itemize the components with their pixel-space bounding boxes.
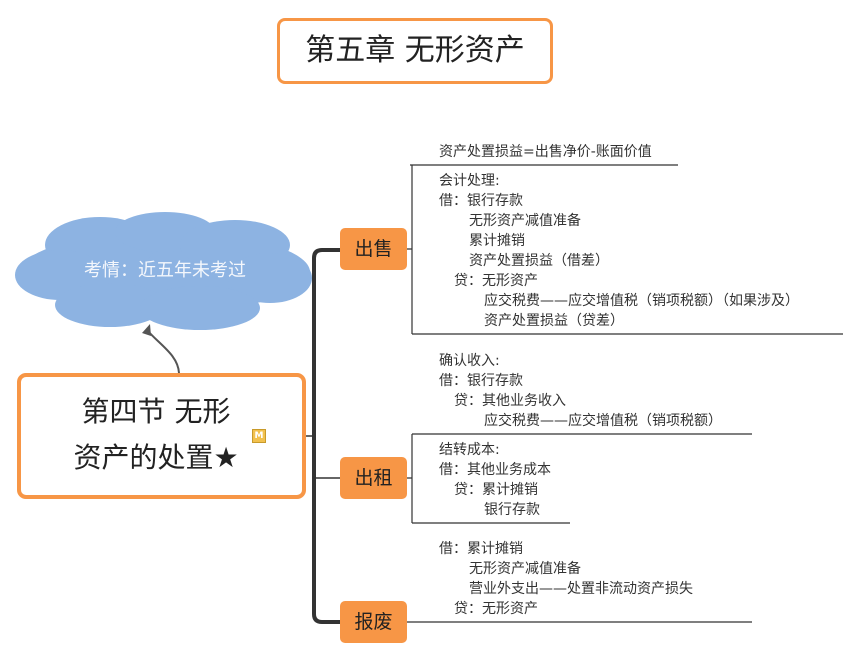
topic-text: 借：银行存款 bbox=[439, 193, 523, 209]
topic-text: 银行存款 bbox=[484, 502, 540, 518]
cloud-shape bbox=[15, 212, 312, 330]
topic-text: 营业外支出——处置非流动资产损失 bbox=[469, 581, 693, 597]
topic-text[interactable]: 确认收入: bbox=[439, 353, 500, 369]
topic-text: 应交税费——应交增值税（销项税额） bbox=[484, 413, 722, 429]
topic-text: 无形资产减值准备 bbox=[469, 561, 581, 577]
topic-text: 累计摊销 bbox=[469, 233, 525, 249]
topic-text: 无形资产减值准备 bbox=[469, 213, 581, 229]
chapter-title[interactable]: 第五章 无形资产 bbox=[277, 18, 553, 84]
branch-scrap[interactable]: 报废 bbox=[340, 601, 407, 643]
topic-text: 借：其他业务成本 bbox=[439, 462, 551, 478]
topic-text: 资产处置损益（借差） bbox=[469, 253, 609, 269]
topic-text: 贷：其他业务收入 bbox=[454, 393, 566, 409]
rent-connector bbox=[407, 433, 752, 524]
sell-connector bbox=[407, 164, 843, 335]
topic-text[interactable]: 借：累计摊销 bbox=[439, 541, 523, 557]
topic-text[interactable]: 资产处置损益=出售净价-账面价值 bbox=[439, 144, 652, 160]
central-line-2: 资产的处置★ bbox=[73, 441, 239, 474]
topic-text[interactable]: 会计处理: bbox=[439, 173, 500, 189]
central-line-1: 第四节 无形 bbox=[81, 395, 231, 428]
branch-bracket bbox=[312, 248, 340, 624]
branch-rent[interactable]: 出租 bbox=[340, 457, 407, 499]
topic-text[interactable]: 结转成本: bbox=[439, 442, 500, 458]
topic-text: 贷：无形资产 bbox=[454, 273, 538, 289]
callout-text: 考情：近五年未考过 bbox=[84, 260, 246, 281]
topic-text: 借：银行存款 bbox=[439, 373, 523, 389]
central-topic[interactable]: 第四节 无形 资产的处置★ bbox=[17, 373, 306, 499]
marker-icon[interactable]: M bbox=[252, 429, 266, 443]
topic-text: 资产处置损益（贷差） bbox=[484, 313, 624, 329]
callout-connector bbox=[146, 329, 180, 374]
branch-sell[interactable]: 出售 bbox=[340, 228, 407, 270]
topic-text: 贷：无形资产 bbox=[454, 601, 538, 617]
topic-text: 应交税费——应交增值税（销项税额）（如果涉及） bbox=[484, 293, 799, 309]
topic-text: 贷：累计摊销 bbox=[454, 482, 538, 498]
